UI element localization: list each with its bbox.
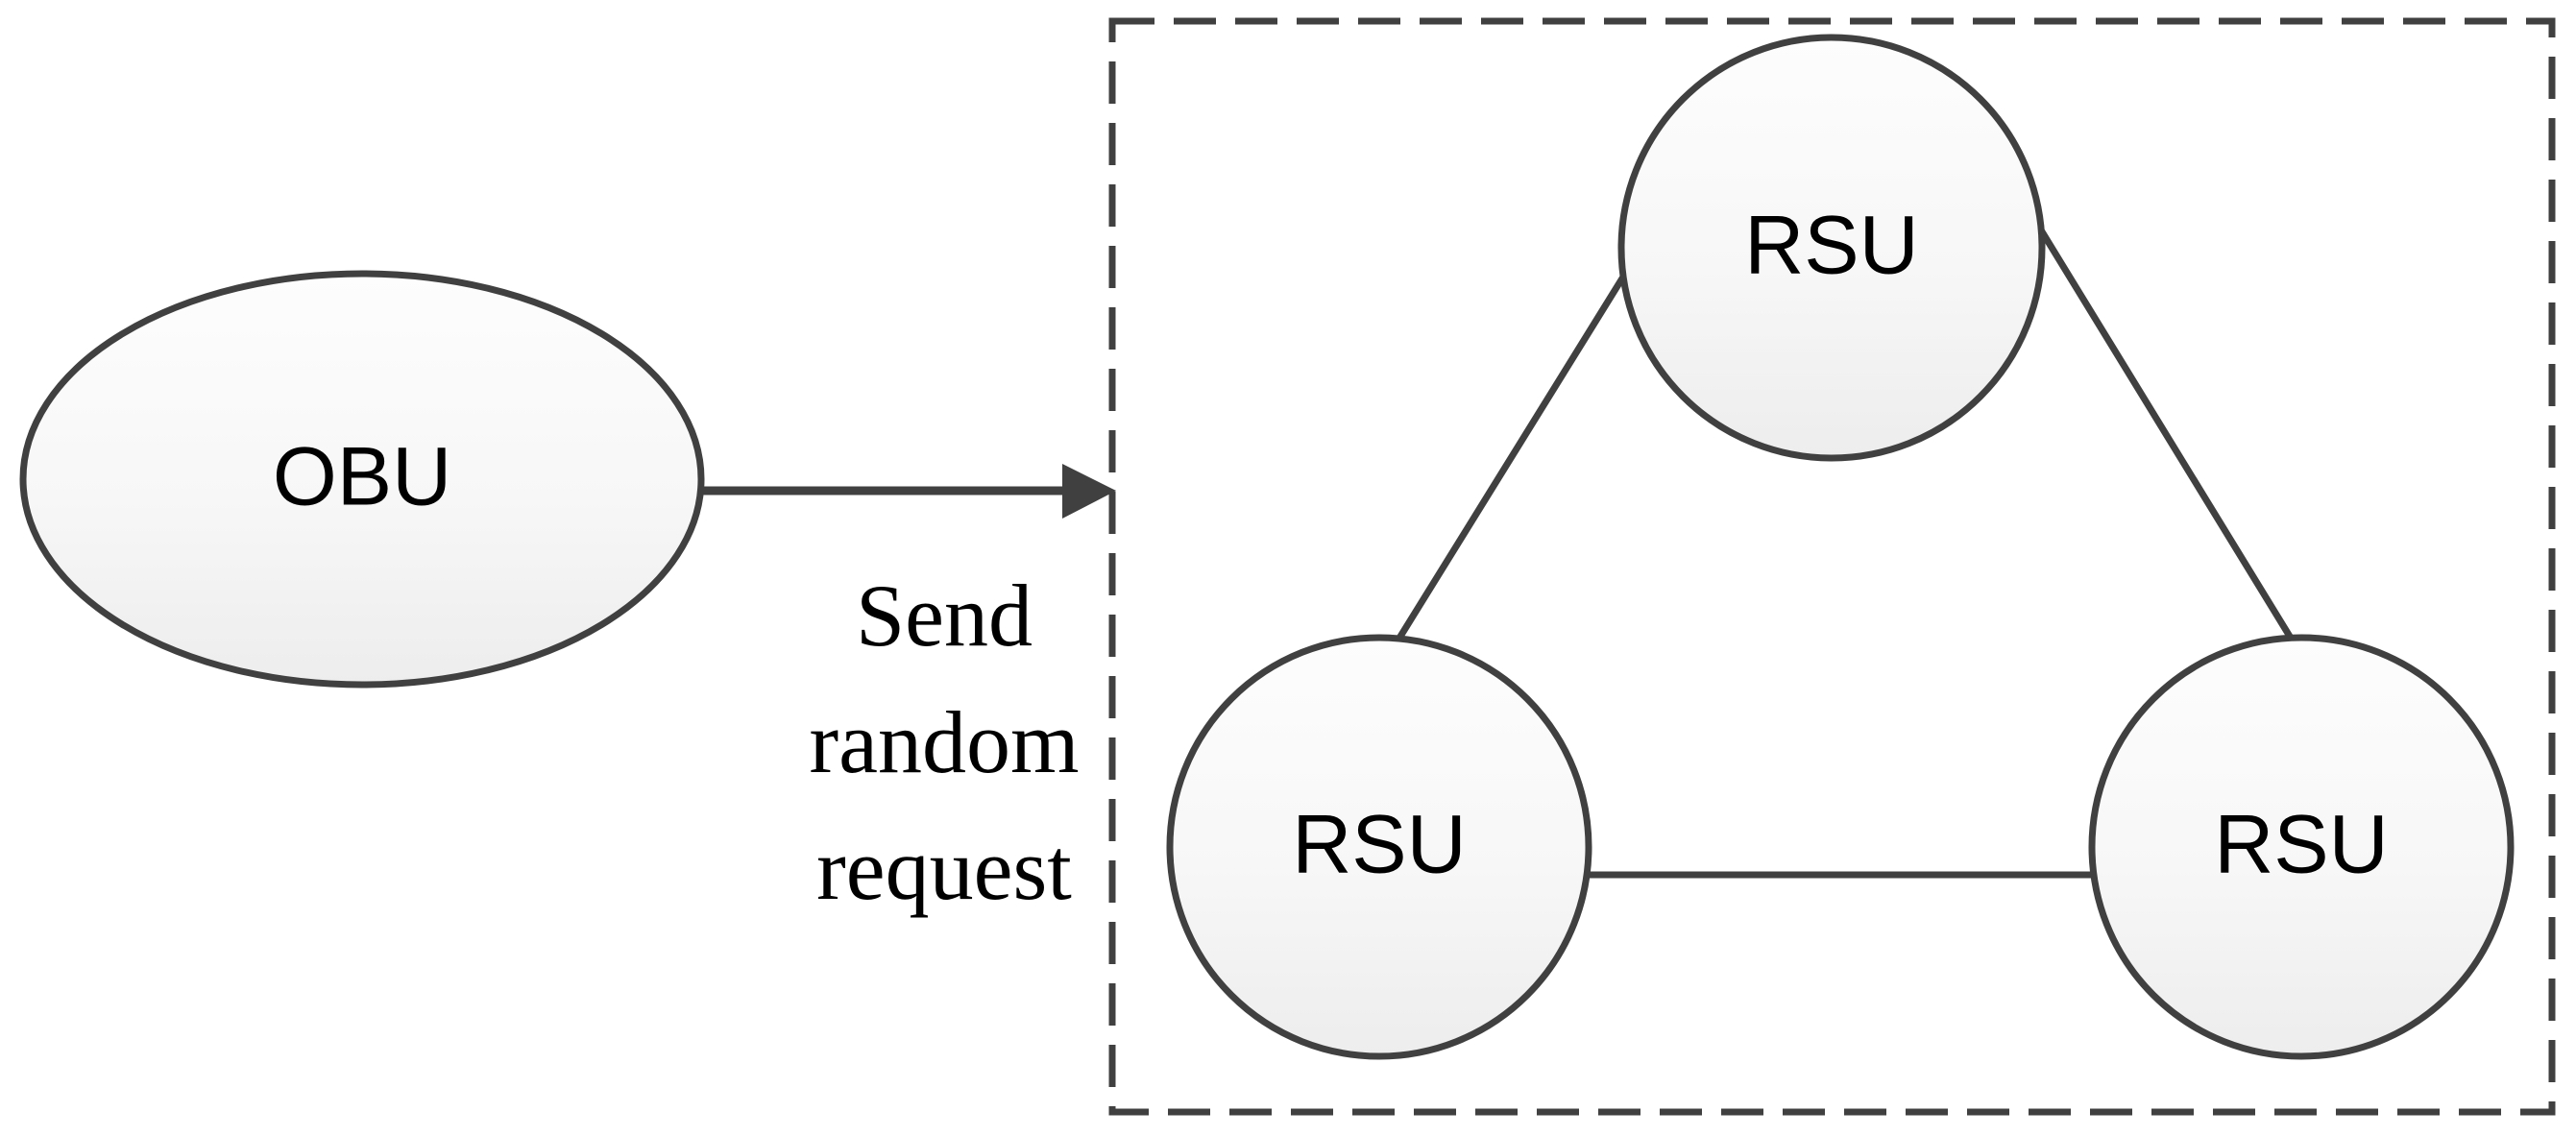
node-rsu-bottom-right[interactable]: RSU <box>2088 634 2515 1060</box>
rsu-bottom-left-circle[interactable] <box>1166 634 1592 1060</box>
rsu-top-label: RSU <box>1744 200 1919 292</box>
rsu-bottom-right-circle[interactable] <box>2088 634 2515 1060</box>
edge-label-line-2: random <box>809 693 1079 791</box>
arrow-head-fill-icon <box>1062 464 1116 519</box>
rsu-bottom-left-label: RSU <box>1292 799 1467 891</box>
node-obu[interactable]: OBU <box>19 270 705 689</box>
obu-ellipse[interactable] <box>19 270 705 689</box>
rsu-network-boundary <box>1108 17 2556 1116</box>
obu-label: OBU <box>273 431 451 523</box>
edge-top-to-bottom-left <box>1395 270 1629 643</box>
edge-label-send-random-request: Send random request <box>809 567 1079 918</box>
edge-obu-to-network <box>701 464 1116 519</box>
node-rsu-bottom-left[interactable]: RSU <box>1166 634 1592 1060</box>
edge-top-to-bottom-right <box>2036 225 2296 643</box>
rsu-bottom-right-label: RSU <box>2214 799 2389 891</box>
edge-label-line-1: Send <box>856 567 1033 665</box>
rsu-top-circle[interactable] <box>1617 34 2046 462</box>
node-rsu-top[interactable]: RSU <box>1617 34 2046 462</box>
edge-label-line-3: request <box>816 820 1072 918</box>
